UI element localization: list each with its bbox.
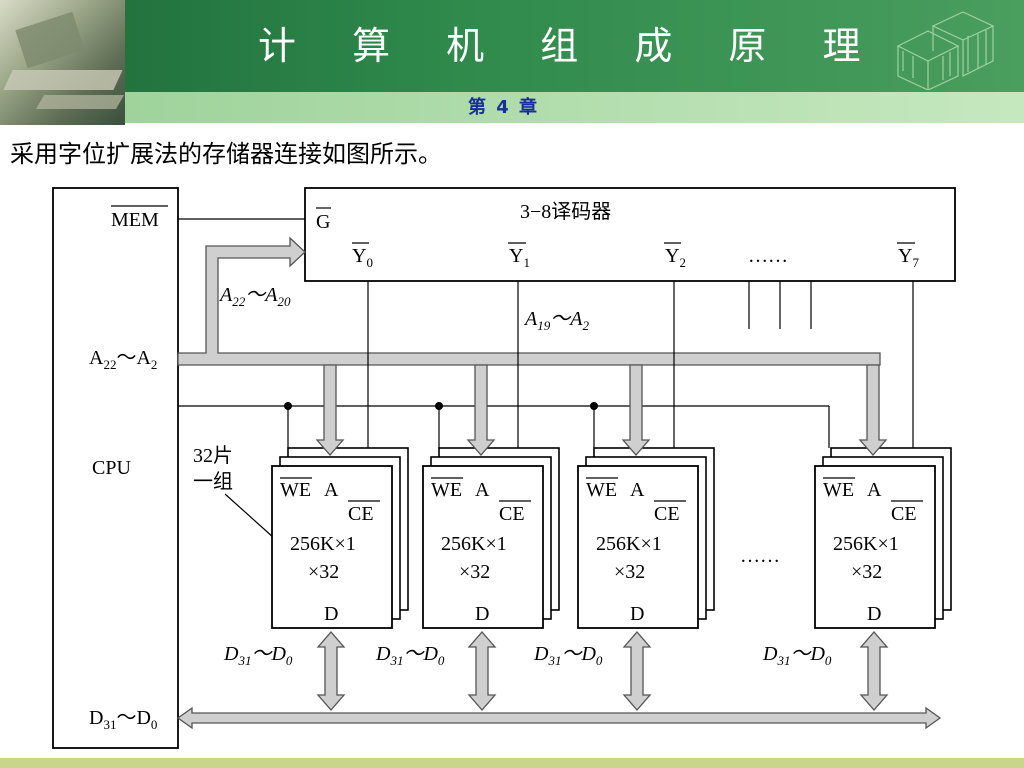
chapter-label: 第 4 章 [468, 97, 540, 118]
chip-width-label: ×32 [308, 561, 339, 583]
addr-high-label: A22～A20 [218, 284, 291, 309]
chapter-bar [125, 92, 1024, 123]
chip-we-label: WE [586, 479, 617, 501]
decoder-box [304, 187, 956, 282]
decoder-g-label: G [316, 211, 330, 233]
decoder-output-y2: Y2 [665, 245, 686, 270]
address-drop-arrow [858, 364, 888, 456]
data-bidirectional-arrow [316, 631, 346, 711]
chip-we-label: WE [431, 479, 462, 501]
chip-d-label: D [630, 603, 644, 625]
chip-groups: WE A CE 256K×1 ×32D D31～D0 WE A CE 256K×1 ×32D D31～… [223, 281, 952, 711]
cpu-mem-label: MEM [111, 209, 159, 231]
junction-dot [284, 402, 292, 410]
decoder-title: 3−8译码器 [520, 200, 611, 223]
footer-bar [0, 758, 1024, 768]
chip-d-label: D [475, 603, 489, 625]
cpu-address-label: A22～A2 [89, 347, 157, 372]
decoder-outputs: Y0 Y1 Y2 …… Y7 [352, 242, 919, 270]
chip-capacity-label: 256K×1 [441, 533, 507, 555]
memory-chip-group: WE A CE 256K×1 ×32D D31～D0 [223, 281, 409, 711]
memory-chip [422, 465, 544, 629]
header-bar [0, 0, 1024, 92]
chip-a-label: A [475, 479, 490, 501]
chip-ce-label: CE [891, 503, 917, 525]
memory-chip-group: WE A CE 256K×1 ×32D D31～D0 [762, 281, 952, 711]
decoder-output-y0: Y0 [352, 245, 373, 270]
slide-caption: 采用字位扩展法的存储器连接如图所示。 [10, 140, 442, 168]
decoder-ellipsis: …… [748, 245, 788, 267]
chip-width-label: ×32 [851, 561, 882, 583]
data-bidirectional-arrow [622, 631, 652, 711]
group-note-pointer [224, 493, 275, 539]
chip-ce-label: CE [348, 503, 374, 525]
chip-ce-label: CE [499, 503, 525, 525]
group-note-line2: 一组 [193, 470, 233, 493]
chip-capacity-label: 256K×1 [290, 533, 356, 555]
building-blocks-icon [896, 11, 995, 90]
chip-a-label: A [867, 479, 882, 501]
memory-chip-group: WE A CE 256K×1 ×32D D31～D0 [533, 281, 715, 711]
memory-chip [577, 465, 699, 629]
chips-ellipsis: …… [740, 545, 780, 567]
chip-d-label: D [867, 603, 881, 625]
chip-capacity-label: 256K×1 [833, 533, 899, 555]
chip-width-label: ×32 [459, 561, 490, 583]
data-bidirectional-arrow [859, 631, 889, 711]
decoder-output-y1: Y1 [509, 245, 530, 270]
chip-a-label: A [324, 479, 339, 501]
chip-data-label: D31～D0 [533, 643, 603, 668]
page-title: 计 算 机 组 成 原 理 [258, 24, 883, 68]
junction-dot [435, 402, 443, 410]
chip-d-label: D [324, 603, 338, 625]
header-photo [0, 0, 125, 125]
cpu-data-label: D31～D0 [89, 707, 157, 732]
data-bus [176, 706, 942, 730]
address-drop-arrow [315, 364, 345, 456]
chip-data-label: D31～D0 [375, 643, 445, 668]
chip-capacity-label: 256K×1 [596, 533, 662, 555]
address-drop-arrow [466, 364, 496, 456]
chip-a-label: A [630, 479, 645, 501]
chip-data-label: D31～D0 [223, 643, 293, 668]
chip-data-label: D31～D0 [762, 643, 832, 668]
chip-ce-label: CE [654, 503, 680, 525]
address-bus [177, 236, 881, 366]
address-drop-arrow [621, 364, 651, 456]
chip-we-label: WE [823, 479, 854, 501]
memory-chip-group: WE A CE 256K×1 ×32D D31～D0 [375, 281, 560, 711]
group-note-line1: 32片 [193, 444, 233, 467]
data-bidirectional-arrow [467, 631, 497, 711]
addr-low-label: A19～A2 [523, 308, 589, 333]
cpu-box [52, 187, 179, 749]
junction-dot [590, 402, 598, 410]
chip-we-label: WE [280, 479, 311, 501]
cpu-name-label: CPU [92, 457, 131, 479]
memory-chip [271, 465, 393, 629]
decoder-output-y7: Y7 [898, 245, 919, 270]
chip-width-label: ×32 [614, 561, 645, 583]
memory-chip [814, 465, 936, 629]
